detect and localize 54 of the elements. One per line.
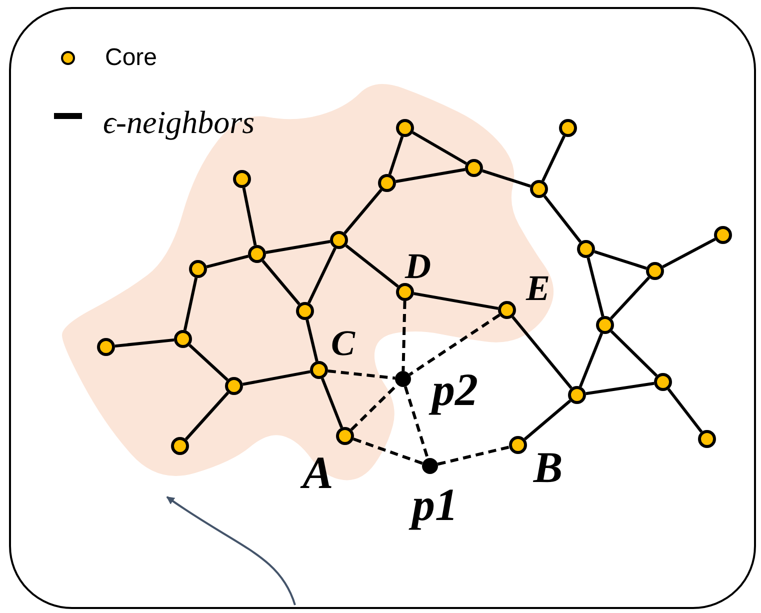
edge-line bbox=[266, 240, 330, 254]
edge-line bbox=[183, 277, 198, 331]
curved-arrow bbox=[166, 496, 296, 606]
core-point bbox=[596, 316, 614, 334]
edge-line bbox=[308, 247, 336, 304]
edge-line bbox=[482, 169, 531, 188]
edge-line bbox=[242, 370, 310, 386]
point-label: B bbox=[533, 446, 563, 490]
legend-label: Core bbox=[105, 46, 158, 70]
edge-line bbox=[543, 195, 582, 243]
edge-line bbox=[512, 316, 572, 389]
core-point bbox=[530, 180, 548, 198]
edge-line bbox=[206, 254, 249, 268]
point-label: C bbox=[331, 325, 355, 361]
core-point bbox=[654, 373, 672, 391]
core-point bbox=[714, 226, 732, 244]
edge-line bbox=[184, 392, 230, 440]
legend-label: ϵ-neighbors bbox=[103, 106, 255, 138]
dashed-link bbox=[408, 314, 500, 376]
edge-line bbox=[114, 338, 174, 348]
edge-line bbox=[414, 292, 498, 310]
core-point bbox=[577, 240, 595, 258]
edge-line bbox=[344, 188, 382, 234]
edge-line bbox=[594, 250, 647, 270]
core-point bbox=[559, 119, 577, 137]
edge-line bbox=[306, 319, 318, 362]
dashed-link bbox=[402, 300, 406, 372]
edge-line bbox=[578, 332, 604, 388]
core-point bbox=[568, 386, 586, 404]
dashed-link bbox=[352, 438, 423, 465]
point-label: E bbox=[526, 270, 550, 306]
dashed-link bbox=[437, 446, 510, 466]
point-label: D bbox=[405, 248, 431, 284]
edge-line bbox=[586, 382, 654, 396]
edge-line bbox=[412, 131, 467, 165]
core-point bbox=[698, 430, 716, 448]
point-label: A bbox=[302, 450, 334, 496]
edge-line bbox=[320, 378, 344, 428]
edge-line bbox=[524, 400, 572, 440]
edge-line bbox=[388, 136, 404, 175]
edge-line bbox=[345, 244, 399, 288]
edge-line bbox=[610, 330, 658, 377]
edge-line bbox=[586, 257, 604, 317]
edge-line bbox=[662, 238, 716, 268]
edge-line bbox=[242, 188, 257, 246]
edge-line bbox=[396, 168, 466, 183]
dashed-link bbox=[404, 386, 430, 459]
edge-line bbox=[610, 276, 650, 320]
edge-line bbox=[542, 135, 566, 182]
dashed-link bbox=[328, 369, 396, 380]
edge-line bbox=[262, 260, 300, 306]
core-point bbox=[646, 262, 664, 280]
edge-line bbox=[667, 388, 703, 433]
edge-line bbox=[188, 344, 228, 381]
